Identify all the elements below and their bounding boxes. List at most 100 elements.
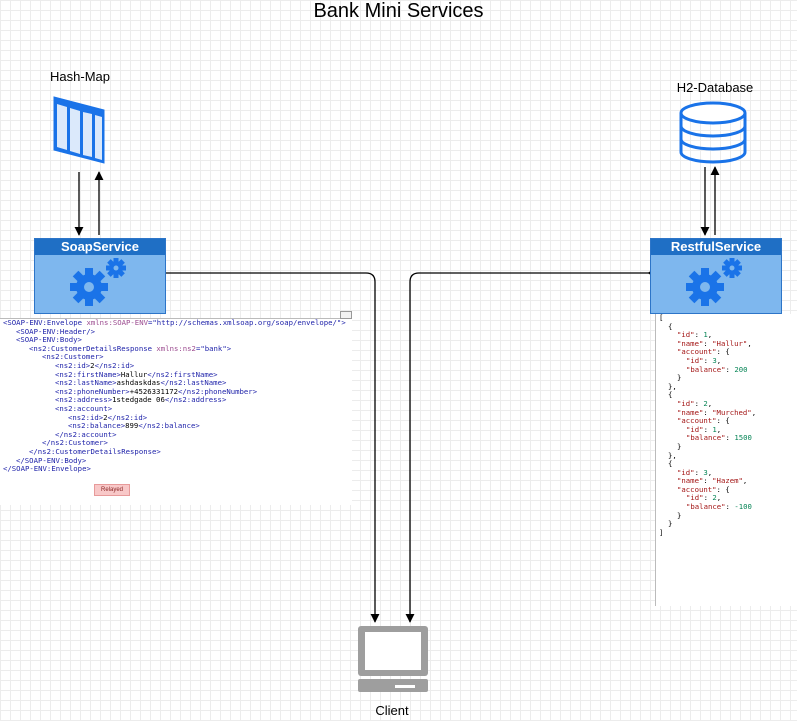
xml-line-token: bank xyxy=(204,343,223,353)
json-line-token: : xyxy=(703,355,713,365)
client-label: Client xyxy=(375,703,409,718)
gears-icon xyxy=(70,258,126,306)
json-line: "balance": 200 xyxy=(656,365,797,375)
json-line: "id": 1, xyxy=(656,330,797,340)
xml-line-token: Hallur xyxy=(120,369,148,379)
xml-line-token: <ns2:phoneNumber> xyxy=(55,386,130,396)
json-line-token: }, xyxy=(668,450,677,460)
xml-line-token: <SOAP-ENV:Envelope xyxy=(3,318,87,327)
xml-line: <ns2:phoneNumber>+4526331172</ns2:phoneN… xyxy=(0,386,352,397)
json-line-token: ] xyxy=(659,527,664,537)
json-line: "id": 2, xyxy=(656,398,797,409)
json-line: "account": { xyxy=(656,484,797,495)
json-line-token: : xyxy=(694,467,704,477)
xml-line-token: </ns2:balance> xyxy=(138,421,200,431)
soap-xml-response: <SOAP-ENV:Envelope xmlns:SOAP-ENV="http:… xyxy=(0,318,352,505)
diagram-title: Bank Mini Services xyxy=(313,0,484,22)
json-line: ] xyxy=(656,527,797,538)
json-line-token: "id" xyxy=(686,355,704,365)
xml-line-token: =" xyxy=(195,343,205,353)
json-line-token: "balance" xyxy=(686,433,726,443)
json-line-token: : xyxy=(703,407,713,417)
json-line-token: -100 xyxy=(734,502,752,512)
xml-line-token: http://schemas.xmlsoap.org/soap/envelope… xyxy=(156,318,337,327)
connector-soap-client xyxy=(157,268,380,623)
xml-line-token: "> xyxy=(336,318,346,327)
xml-line: <ns2:CustomerDetailsResponse xmlns:ns2="… xyxy=(0,343,352,354)
xml-line-token: </ns2:CustomerDetailsResponse> xyxy=(29,446,161,456)
xml-line: </SOAP-ENV:Envelope> xyxy=(0,464,352,474)
json-line-token: "Murched" xyxy=(712,407,752,417)
json-line-token: : xyxy=(703,424,713,434)
json-line: } xyxy=(656,442,797,452)
json-line: } xyxy=(656,373,797,383)
xml-line: </ns2:Customer> xyxy=(0,439,352,448)
soap-service-title: SoapService xyxy=(35,239,165,255)
xml-line-token: +4526331172 xyxy=(129,386,179,396)
json-line-token: : xyxy=(703,476,713,486)
json-line: "name": "Murched", xyxy=(656,407,797,418)
restful-service-box[interactable]: RestfulService xyxy=(650,238,782,314)
xml-tooltip: Relayed xyxy=(94,484,130,496)
json-line-token: , xyxy=(707,330,713,340)
json-line-token: , xyxy=(716,424,722,434)
json-line: { xyxy=(656,391,797,400)
json-line: { xyxy=(656,459,797,469)
xml-line-token: </ns2:phoneNumber> xyxy=(178,386,258,396)
json-line-token: "id" xyxy=(677,398,695,408)
xml-line-token: ashdaskdas xyxy=(116,378,161,388)
xml-line-token: 2 xyxy=(90,360,95,370)
json-line-token: , xyxy=(751,407,757,417)
gears-icon xyxy=(686,258,742,306)
json-line-token: 1 xyxy=(703,330,708,340)
xml-line-token: </SOAP-ENV:Envelope> xyxy=(3,464,91,474)
json-line-token: , xyxy=(716,493,722,503)
connector-rest-client xyxy=(405,268,657,623)
xml-line-token: xmlns:SOAP-ENV xyxy=(86,318,148,327)
json-line: }, xyxy=(656,450,797,461)
json-line-token: : xyxy=(694,330,704,340)
soap-service-box[interactable]: SoapService xyxy=(34,238,166,314)
json-line-token: , xyxy=(716,355,722,365)
xml-panel-scroll-button[interactable] xyxy=(340,311,352,319)
xml-line-token: 1stedgade 06 xyxy=(112,395,165,405)
json-line-token: { xyxy=(668,459,673,469)
json-line-token: 2 xyxy=(712,493,717,503)
json-line: "balance": 1500 xyxy=(656,434,797,443)
xml-line-token: <ns2:CustomerDetailsResponse xyxy=(29,343,157,353)
json-line-token: } xyxy=(668,519,673,529)
xml-line-token: 899 xyxy=(125,421,139,431)
json-line: "name": "Hazem", xyxy=(656,476,797,486)
json-line: "id": 3, xyxy=(656,467,797,478)
restful-service-title: RestfulService xyxy=(651,239,781,255)
table-icon[interactable] xyxy=(53,96,105,164)
xml-line-token: xmlns:ns2 xyxy=(156,343,196,353)
xml-line-token: </ns2:address> xyxy=(164,395,227,405)
json-line-token: : { xyxy=(716,484,730,494)
xml-line-token: =" xyxy=(148,318,157,327)
json-line: "account": { xyxy=(656,416,797,426)
xml-line: <ns2:id>2</ns2:id> xyxy=(0,360,352,371)
json-line-token: , xyxy=(707,467,713,477)
json-line-token: "id" xyxy=(677,467,695,477)
json-line: { xyxy=(656,322,797,332)
xml-line: </ns2:CustomerDetailsResponse> xyxy=(0,446,352,457)
json-line-token: } xyxy=(677,510,682,520)
xml-line-token: </SOAP-ENV:Body> xyxy=(16,455,87,465)
json-line-token: "account" xyxy=(677,347,717,357)
xml-line: </SOAP-ENV:Body> xyxy=(0,455,352,466)
xml-line-token: <SOAP-ENV:Body> xyxy=(16,335,82,345)
json-line-token: , xyxy=(707,398,713,408)
json-line-token: , xyxy=(742,476,748,486)
xml-line: <ns2:address>1stedgade 06</ns2:address> xyxy=(0,396,352,405)
h2-database-label: H2-Database xyxy=(676,80,754,95)
xml-line: <SOAP-ENV:Body> xyxy=(0,335,352,345)
json-line-token: : { xyxy=(716,347,730,357)
xml-line-token: <ns2:lastName> xyxy=(55,378,117,388)
rest-json-response: [{"id": 1,"name": "Hallur","account": {"… xyxy=(655,314,797,606)
computer-icon[interactable] xyxy=(358,626,428,692)
xml-line-token: <SOAP-ENV:Header/> xyxy=(16,326,96,336)
database-icon[interactable] xyxy=(679,101,747,164)
json-line: } xyxy=(656,510,797,521)
json-line: "id": 3, xyxy=(656,355,797,366)
